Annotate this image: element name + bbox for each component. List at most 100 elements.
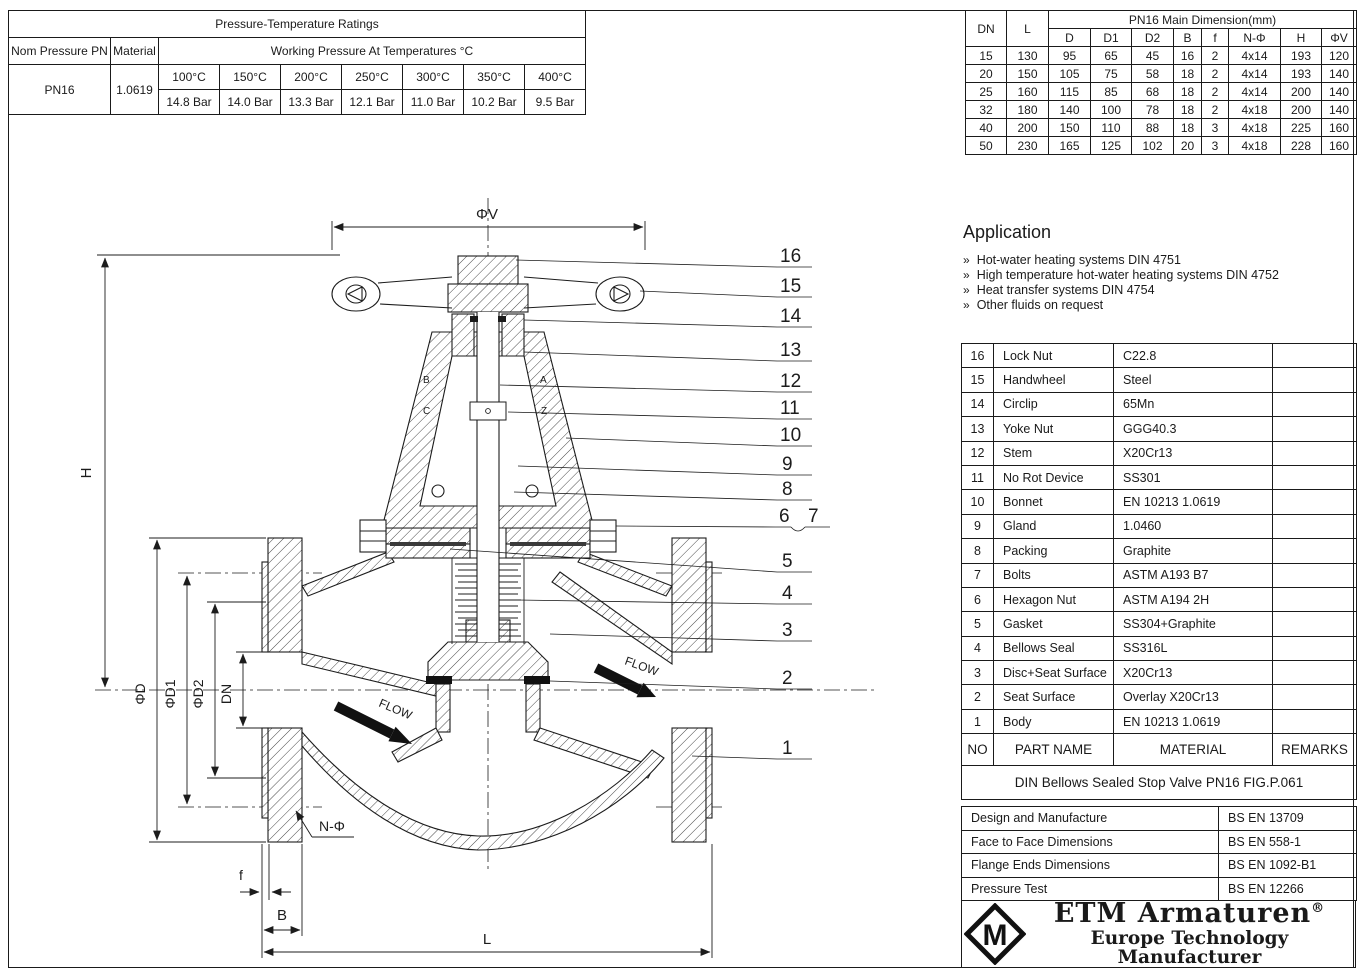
flow-arrowhead-right xyxy=(636,682,656,698)
label-phi-v: ΦV xyxy=(476,206,498,223)
application-title: Application xyxy=(963,222,1052,242)
pt-temp-cell: 100°C xyxy=(158,64,220,90)
brand-name: ETM Armaturen® xyxy=(1053,898,1326,930)
pt-table-title: Pressure-Temperature Ratings xyxy=(7,10,587,38)
handwheel xyxy=(331,276,645,312)
callout-10: 10 xyxy=(780,425,801,446)
etm-diamond-logo-icon: M xyxy=(962,903,1028,965)
drawing-title: DIN Bellows Sealed Stop Valve PN16 FIG.P… xyxy=(961,765,1357,801)
dim-cell-d: 115 xyxy=(1048,82,1091,101)
seat-flare-left xyxy=(391,727,443,763)
part-no: 3 xyxy=(961,660,994,686)
dim-cell-f: 3 xyxy=(1201,118,1229,137)
chevron-bullet-icon: » xyxy=(963,268,970,282)
pt-temp-cell: 150°C xyxy=(219,64,281,90)
application-item-text: High temperature hot-water heating syste… xyxy=(976,268,1279,282)
svg-text:Z: Z xyxy=(541,406,547,417)
dimension-labels: ΦV H ΦD ΦD1 ΦD2 DN N-Φ f B L xyxy=(78,206,498,948)
dim-sub-header: D xyxy=(1048,28,1091,47)
dim-cell-l: 180 xyxy=(1006,100,1049,119)
pt-col-working-pressure: Working Pressure At Temperatures °C xyxy=(157,37,587,65)
pt-pressure-cell: 10.2 Bar xyxy=(463,89,525,115)
parts-table-row: 11 No Rot Device SS301 xyxy=(961,464,1357,491)
parts-table-header: NO PART NAME MATERIAL REMARKS xyxy=(961,733,1357,767)
dim-col-dn: DN xyxy=(965,10,1007,47)
pt-temp-cell: 350°C xyxy=(463,64,525,90)
dim-cell-dn: 15 xyxy=(965,46,1007,65)
dim-cell-b: 18 xyxy=(1173,118,1202,137)
part-name: No Rot Device xyxy=(993,464,1114,491)
label-n-phi: N-Φ xyxy=(319,818,345,834)
inlet-top-wall xyxy=(301,651,437,697)
part-no: 11 xyxy=(961,464,994,491)
part-name: Bonnet xyxy=(993,489,1114,515)
part-name: Handwheel xyxy=(993,367,1114,393)
dim-cell-n-phi: 4x14 xyxy=(1228,82,1281,101)
part-remarks xyxy=(1272,342,1357,369)
standard-label: Pressure Test xyxy=(961,876,1219,901)
dim-table-row: 40 200 150 110 88 18 3 4x18 225 160 xyxy=(965,118,1357,137)
dim-cell-h: 200 xyxy=(1280,82,1322,101)
body-shoulder-left xyxy=(301,551,395,597)
pt-pressure-cell: 14.8 Bar xyxy=(158,89,220,115)
pt-pressure-cell: 14.0 Bar xyxy=(219,89,281,115)
parts-table-body: 16 Lock Nut C22.8 15 Handwheel Steel 14 … xyxy=(961,342,1357,735)
dim-cell-h: 193 xyxy=(1280,46,1322,65)
dim-cell-d: 95 xyxy=(1048,46,1091,65)
part-remarks xyxy=(1272,367,1357,393)
callout-3: 3 xyxy=(782,620,793,641)
flow-label-left: FLOW xyxy=(377,696,415,723)
part-no: 12 xyxy=(961,440,994,466)
parts-table-row: 5 Gasket SS304+Graphite xyxy=(961,611,1357,637)
dim-cell-d1: 110 xyxy=(1090,118,1132,137)
svg-text:A: A xyxy=(540,375,547,386)
left-flange xyxy=(261,537,303,843)
standard-label: Face to Face Dimensions xyxy=(961,829,1219,854)
callout-4: 4 xyxy=(782,583,793,604)
standards-row: Design and Manufacture BS EN 13709 xyxy=(961,806,1357,831)
callout-2: 2 xyxy=(782,668,793,689)
part-material: ASTM A193 B7 xyxy=(1113,562,1273,588)
dim-cell-dn: 50 xyxy=(965,136,1007,155)
callout-9: 9 xyxy=(782,454,793,475)
dim-cell-h: 193 xyxy=(1280,64,1322,83)
partition-wall xyxy=(533,727,655,779)
part-remarks xyxy=(1272,635,1357,662)
dim-cell-d: 165 xyxy=(1048,136,1091,155)
chevron-bullet-icon: » xyxy=(963,298,970,312)
dim-cell-n-phi: 4x18 xyxy=(1228,136,1281,155)
right-flange xyxy=(671,537,713,843)
dim-sub-header: D2 xyxy=(1131,28,1174,47)
outlet-top-wall xyxy=(551,571,673,666)
dim-cell-d1: 125 xyxy=(1090,136,1132,155)
dim-sub-header: D1 xyxy=(1090,28,1132,47)
parts-table-row: 14 Circlip 65Mn xyxy=(961,391,1357,418)
standards-table: Design and Manufacture BS EN 13709 Face … xyxy=(961,806,1357,901)
part-material: Graphite xyxy=(1113,538,1273,564)
callout-leaders xyxy=(449,259,830,760)
application-item-text: Heat transfer systems DIN 4754 xyxy=(976,283,1155,297)
callout-7: 7 xyxy=(808,506,819,527)
callout-11: 11 xyxy=(780,398,800,419)
bonnet-bolts xyxy=(359,519,617,553)
pressure-temperature-table: Pressure-Temperature Ratings Nom Pressur… xyxy=(7,10,587,115)
dim-cell-phi-v: 120 xyxy=(1321,46,1357,65)
part-no: 2 xyxy=(961,684,994,710)
callout-16: 16 xyxy=(780,246,801,267)
dimension-lines xyxy=(97,221,713,958)
parts-header-material: MATERIAL xyxy=(1113,733,1273,767)
dim-cell-f: 2 xyxy=(1201,64,1229,83)
dim-cell-d2: 45 xyxy=(1131,46,1174,65)
chevron-bullet-icon: » xyxy=(963,283,970,297)
dim-sub-header: ΦV xyxy=(1321,28,1357,47)
svg-text:C: C xyxy=(423,406,430,417)
part-no: 9 xyxy=(961,513,994,540)
dim-cell-h: 200 xyxy=(1280,100,1322,119)
callout-numbers: 16 15 14 13 12 11 10 9 8 6 7 5 4 3 2 1 xyxy=(779,246,819,759)
part-no: 7 xyxy=(961,562,994,588)
part-material: Overlay X20Cr13 xyxy=(1113,684,1273,710)
part-no: 6 xyxy=(961,586,994,613)
part-material: SS316L xyxy=(1113,635,1273,662)
label-dn: DN xyxy=(218,684,234,704)
